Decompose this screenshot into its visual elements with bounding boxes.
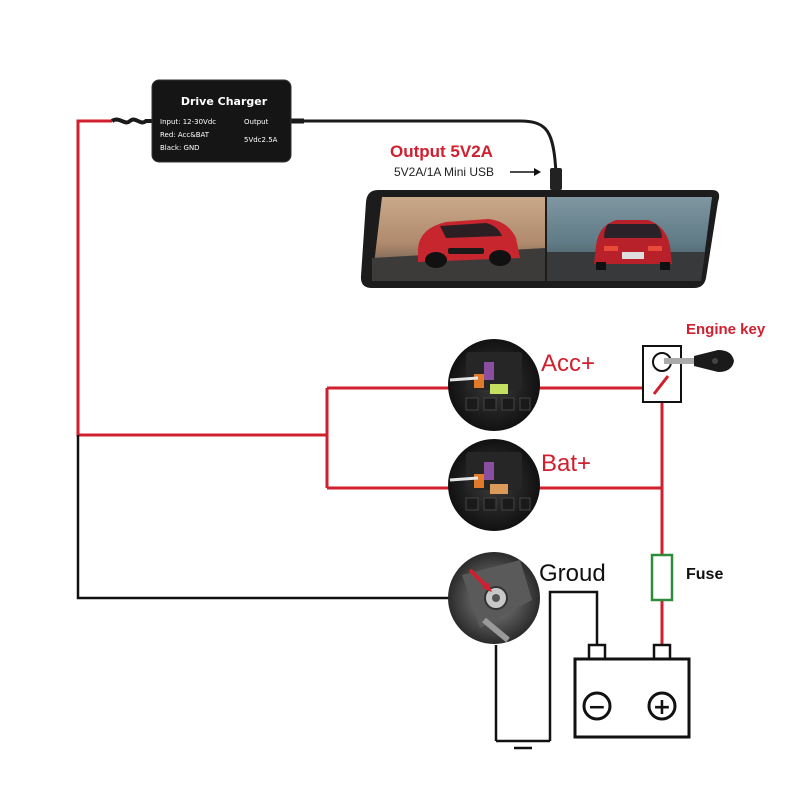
usb-cable (290, 119, 558, 173)
ground-bolt-photo (448, 552, 540, 644)
charger-black-text: Black: GND (160, 144, 200, 152)
red-car-front-image (418, 219, 520, 268)
engine-key-label: Engine key (686, 321, 766, 338)
charger-body (152, 80, 291, 162)
red-wires (76, 119, 664, 648)
engine-key-switch (642, 345, 734, 403)
battery-neg-circle (582, 691, 612, 721)
output-title: Output 5V2A (390, 142, 493, 161)
charger-output-label: Output (244, 118, 269, 126)
mirror-dashcam (360, 190, 720, 288)
battery-pos-circle (647, 691, 677, 721)
charger-input-text: Input: 12-30Vdc (160, 118, 216, 126)
black-wire-main (76, 435, 450, 600)
battery-pos-terminal (652, 643, 672, 661)
fuse-box-bat (448, 439, 540, 531)
red-car-rear-image (594, 220, 672, 270)
fuse-green (490, 384, 508, 394)
drive-charger: Drive Charger Input: 12-30Vdc Red: Acc&B… (151, 79, 292, 163)
black-wires (76, 435, 599, 741)
fuse-purple (484, 362, 494, 380)
inline-fuse (650, 553, 674, 602)
battery-positive-sign: + (653, 695, 671, 720)
acc-label: Acc+ (541, 350, 596, 377)
battery: − + (573, 643, 691, 739)
battery-neg-terminal (587, 643, 607, 661)
charger-title: Drive Charger (181, 95, 268, 108)
battery-negative-sign: − (588, 695, 606, 720)
earth-symbol (496, 739, 550, 750)
red-wire-main (76, 119, 327, 437)
output-subtitle: 5V2A/1A Mini USB (394, 165, 495, 179)
charger-output-value: 5Vdc2.5A (244, 136, 278, 144)
charger-cable-left (110, 117, 152, 125)
charger-red-text: Red: Acc&BAT (160, 131, 210, 139)
key-icon (664, 350, 734, 372)
bat-label: Bat+ (541, 450, 592, 477)
fuse-orange (474, 374, 484, 388)
fuse-box-acc (448, 339, 540, 431)
ground-label: Groud (539, 560, 606, 587)
black-wire-battery-neg (548, 590, 599, 741)
usb-plug (550, 168, 562, 190)
fuse-label: Fuse (686, 566, 724, 583)
